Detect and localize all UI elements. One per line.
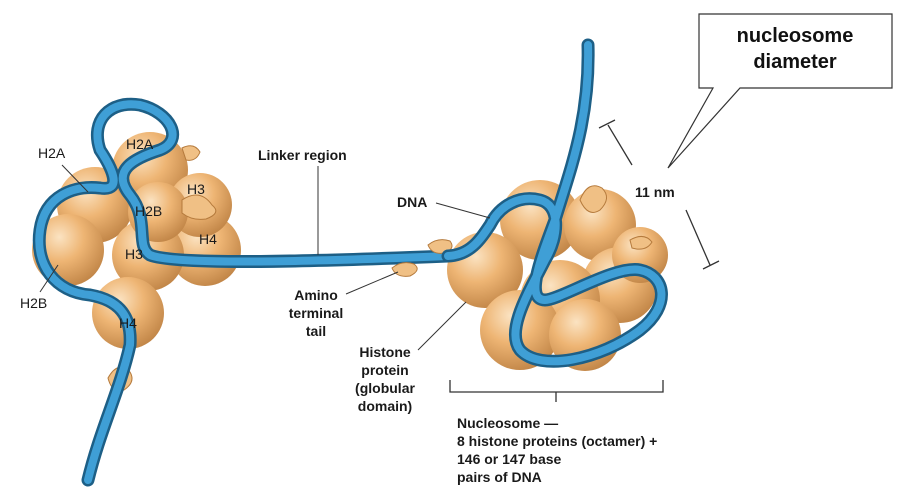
dna-leader [436,203,490,218]
callout-line-1: nucleosome [737,25,854,47]
amino-line-2: terminal [289,305,343,321]
label-linker-region: Linker region [258,147,347,163]
left-nucleosome [32,104,448,480]
histone-leader [418,302,466,350]
nucleosome-line-2: 8 histone proteins (octamer) + [457,433,657,449]
nucleosome-line-1: Nucleosome — [457,415,558,431]
histone-line-3: (globular [355,380,415,396]
label-h3-right: H3 [187,181,205,197]
histone-tail [392,263,417,277]
label-h2b-outer: H2B [20,295,47,311]
label-h4-bottom: H4 [119,315,137,331]
nucleosome-line-3: 146 or 147 base [457,451,562,467]
histone-line-2: protein [361,362,408,378]
histone-line-4: domain) [358,398,412,414]
amino-leader [346,272,398,294]
histone-line-1: Histone [359,344,411,360]
amino-line-1: Amino [294,287,338,303]
callout-box: nucleosome diameter [668,14,892,168]
left-dna-strand [39,104,448,480]
callout-line-2: diameter [753,51,837,73]
measure-label: 11 nm [635,184,675,200]
label-nucleosome: Nucleosome — 8 histone proteins (octamer… [457,415,657,485]
label-amino-terminal-tail: Amino terminal tail [289,287,343,339]
label-h2a-outer: H2A [38,145,66,161]
amino-line-3: tail [306,323,326,339]
label-h4-right: H4 [199,231,217,247]
label-dna: DNA [397,194,427,210]
nucleosome-line-4: pairs of DNA [457,469,542,485]
label-h2b-inner: H2B [135,203,162,219]
label-histone-protein: Histone protein (globular domain) [355,344,415,414]
label-h3-center: H3 [125,246,143,262]
right-nucleosome [392,45,668,371]
label-h2a-top: H2A [126,136,154,152]
nucleosome-bracket [450,380,663,402]
